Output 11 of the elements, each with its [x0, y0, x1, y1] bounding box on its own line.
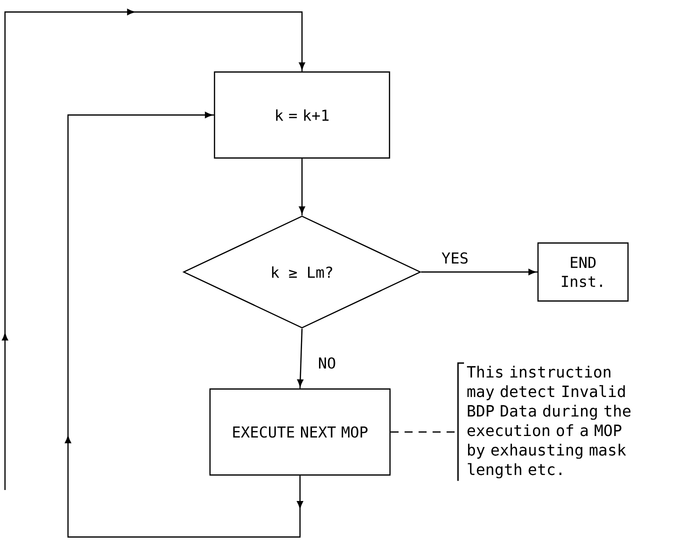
arrow [2, 8, 306, 490]
edge-label: YES [440, 251, 470, 265]
arrow [297, 328, 304, 388]
process-box: k = k+1 [214, 71, 390, 159]
arrow [421, 268, 538, 276]
note-text: This instruction may detect Invalid BDP Data during the execution of a MOP by exhausting mask length etc. [466, 366, 630, 478]
edge-label: NO [316, 356, 338, 370]
arrow [64, 112, 304, 538]
process-box: EXECUTE NEXT MOP [209, 388, 391, 476]
arrow [298, 158, 306, 216]
process-box: END Inst. [537, 242, 629, 302]
